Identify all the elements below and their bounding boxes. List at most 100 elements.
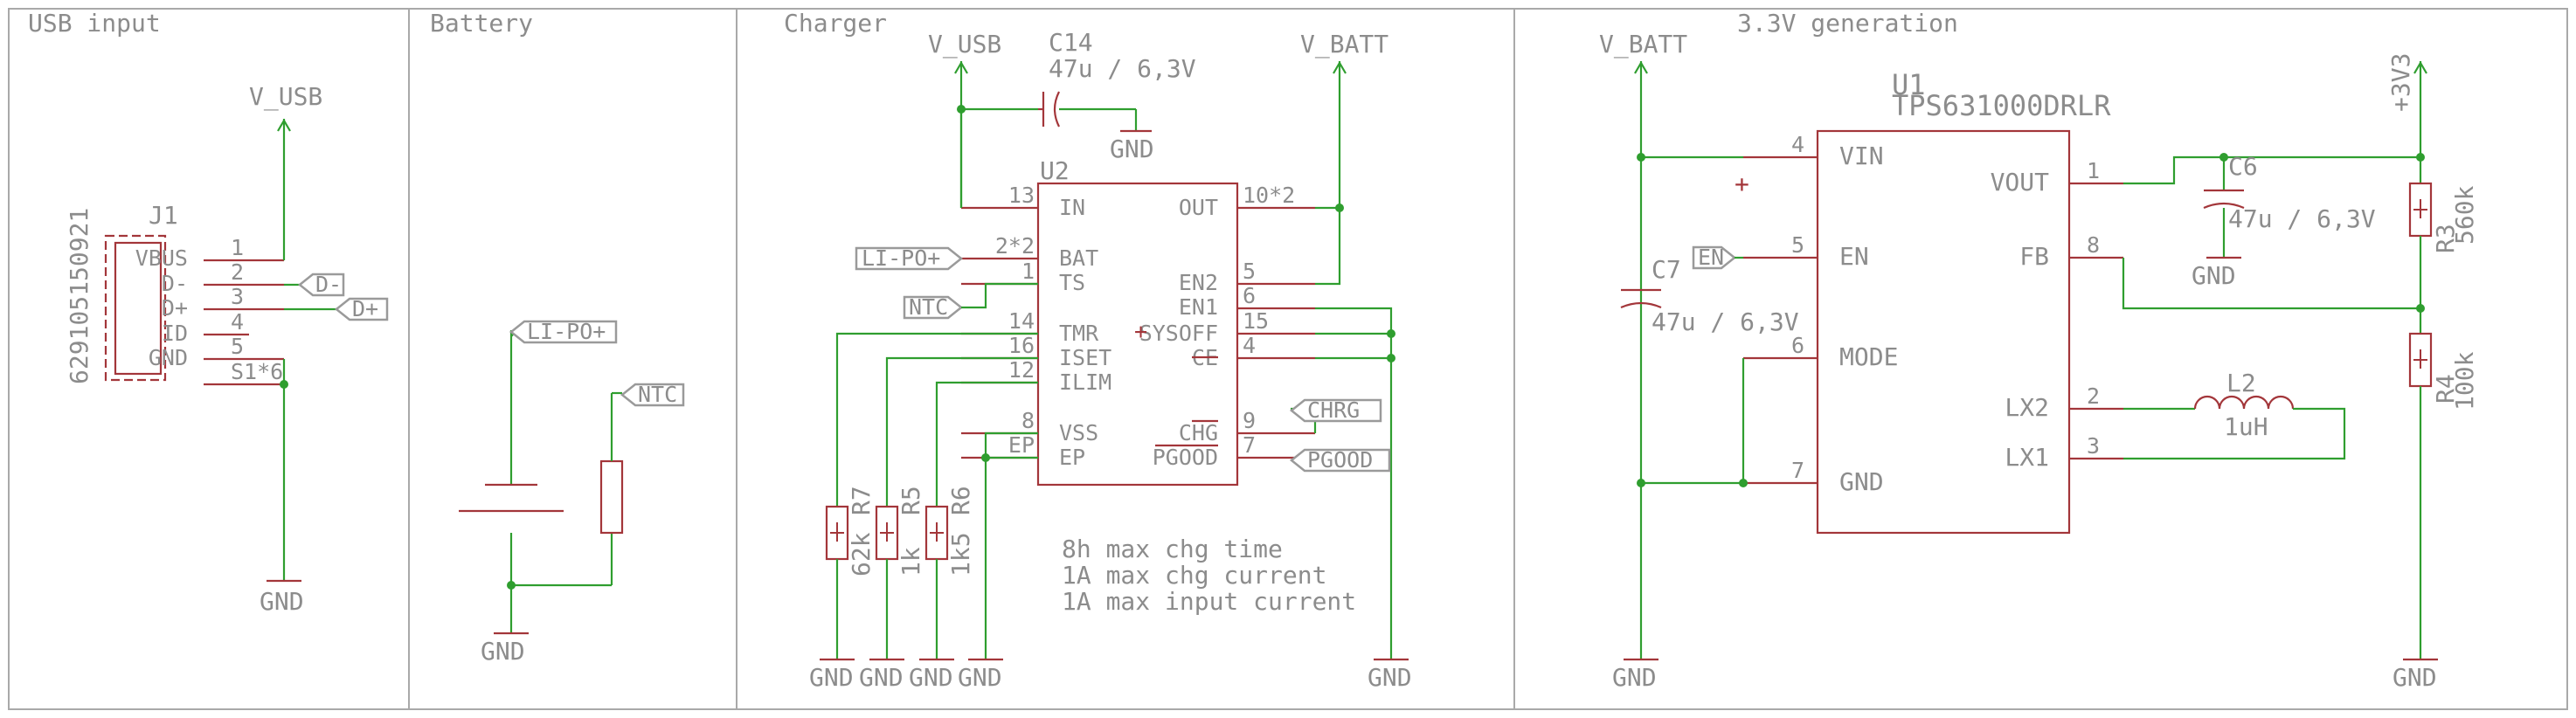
svg-text:R5: R5	[897, 486, 925, 515]
svg-text:LX1: LX1	[2005, 443, 2049, 472]
u1-value: TPS631000DRLR	[1892, 89, 2111, 122]
svg-text:TS: TS	[1059, 270, 1085, 295]
svg-text:BAT: BAT	[1059, 245, 1098, 271]
svg-text:NTC: NTC	[638, 382, 677, 407]
svg-text:MODE: MODE	[1839, 342, 1898, 371]
j1-pin-id: ID	[162, 321, 188, 346]
svg-text:3: 3	[2087, 433, 2100, 459]
sheet-frame	[8, 8, 2568, 710]
net-vbatt-33v: V_BATT	[1599, 30, 1687, 59]
u2-ref: U2	[1040, 156, 1070, 185]
net-vusb-usb: V_USB	[249, 82, 322, 112]
svg-text:4: 4	[1243, 333, 1256, 358]
svg-text:C6: C6	[2228, 152, 2258, 181]
svg-text:+: +	[1134, 319, 1147, 344]
svg-text:C7: C7	[1652, 255, 1681, 284]
svg-text:1: 1	[2087, 158, 2100, 183]
svg-text:L2: L2	[2226, 369, 2256, 397]
svg-text:EN1: EN1	[1179, 294, 1218, 320]
svg-text:GND: GND	[958, 663, 1002, 692]
c14-value: 47u / 6,3V	[1049, 54, 1196, 83]
svg-text:4: 4	[1791, 132, 1804, 157]
j1-num-4: 4	[231, 309, 244, 335]
svg-text:8: 8	[2087, 232, 2100, 258]
svg-text:R4: R4	[2431, 374, 2460, 404]
svg-text:GND: GND	[1612, 663, 1657, 692]
section-title-battery: Battery	[430, 9, 533, 38]
net-vusb-charger: V_USB	[928, 30, 1001, 59]
svg-text:100k: 100k	[2450, 351, 2479, 411]
svg-text:EP: EP	[1059, 445, 1085, 470]
svg-text:GND: GND	[1839, 467, 1884, 496]
note-input-current: 1A max input current	[1062, 587, 1356, 616]
svg-text:1uH: 1uH	[2224, 412, 2268, 441]
label-dm	[297, 273, 345, 297]
svg-text:R6: R6	[946, 486, 975, 515]
note-chg-current: 1A max chg current	[1062, 561, 1326, 590]
svg-text:ILIM: ILIM	[1059, 369, 1111, 395]
net-vbatt-charger: V_BATT	[1300, 30, 1388, 59]
svg-text:ISET: ISET	[1059, 345, 1111, 370]
label-dp	[334, 297, 389, 321]
j1-num-2: 2	[231, 259, 244, 285]
j1-num-s1: S1*6	[231, 359, 283, 384]
svg-text:CHG: CHG	[1179, 420, 1218, 445]
label-lipo-batt	[509, 320, 618, 344]
svg-text:NTC: NTC	[909, 294, 948, 320]
svg-text:7: 7	[1243, 432, 1256, 458]
svg-text:47u / 6,3V: 47u / 6,3V	[1652, 307, 1799, 336]
svg-text:EN2: EN2	[1179, 270, 1218, 295]
svg-text:62k: 62k	[847, 532, 876, 576]
j1-pin-gnd: GND	[149, 345, 188, 370]
svg-text:5: 5	[1791, 232, 1804, 258]
svg-text:IN: IN	[1059, 195, 1085, 220]
u1-ref: U1	[1892, 68, 1926, 101]
svg-text:EN: EN	[1839, 242, 1869, 271]
svg-text:47u / 6,3V: 47u / 6,3V	[2228, 204, 2376, 233]
j1-value: 629105150921	[65, 208, 93, 384]
net-v3v3: +3V3	[2386, 53, 2415, 112]
j1-pin-dm: D-	[162, 271, 188, 296]
svg-text:560k: 560k	[2450, 185, 2479, 245]
svg-text:PGOOD: PGOOD	[1307, 447, 1373, 473]
svg-text:1k5: 1k5	[946, 532, 975, 576]
svg-text:7: 7	[1791, 458, 1804, 483]
svg-text:+: +	[1735, 169, 1749, 198]
label-ntc-charger	[903, 295, 964, 320]
svg-text:SYSOFF: SYSOFF	[1139, 321, 1218, 346]
svg-text:6: 6	[1791, 333, 1804, 358]
svg-text:12: 12	[1008, 357, 1035, 383]
svg-text:D+: D+	[352, 296, 378, 321]
net-gnd-batt: GND	[481, 637, 525, 666]
section-title-charger: Charger	[784, 9, 887, 38]
svg-text:VIN: VIN	[1839, 142, 1884, 170]
svg-text:EN: EN	[1698, 245, 1724, 270]
j1-pin-vbus: VBUS	[135, 245, 188, 271]
svg-text:PGOOD: PGOOD	[1153, 445, 1218, 470]
j1-num-1: 1	[231, 235, 244, 260]
charger-ic-u2: U2 IN BAT TS TMR ISET ILIM VSS EP 13 2*2…	[961, 156, 1315, 487]
svg-text:GND: GND	[2392, 663, 2437, 692]
svg-text:TMR: TMR	[1059, 321, 1099, 346]
r5-resistor	[875, 505, 899, 561]
svg-text:GND: GND	[859, 663, 904, 692]
svg-text:16: 16	[1008, 333, 1035, 358]
svg-text:R3: R3	[2431, 224, 2460, 253]
svg-text:2*2: 2*2	[995, 233, 1035, 259]
label-lipo-charger	[855, 246, 964, 271]
net-gnd-usb: GND	[260, 587, 304, 616]
svg-text:1: 1	[1021, 259, 1035, 284]
j1-ref: J1	[149, 201, 178, 230]
svg-text:EP: EP	[1008, 432, 1035, 458]
svg-text:5: 5	[1243, 259, 1256, 284]
svg-text:13: 13	[1008, 183, 1035, 208]
note-chg-time: 8h max chg time	[1062, 535, 1283, 563]
svg-text:2: 2	[2087, 383, 2100, 409]
section-title-usb: USB input	[28, 9, 161, 38]
svg-text:LX2: LX2	[2005, 393, 2049, 422]
battery-section: GND	[459, 329, 624, 666]
net-gnd-c14: GND	[1110, 135, 1154, 163]
section-title-33v: 3.3V generation	[1737, 9, 1958, 38]
svg-text:OUT: OUT	[1179, 195, 1218, 220]
svg-text:14: 14	[1008, 308, 1035, 334]
